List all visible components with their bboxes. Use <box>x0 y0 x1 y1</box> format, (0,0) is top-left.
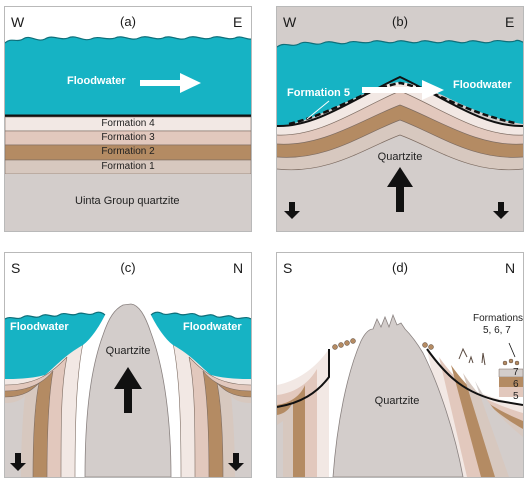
panel-c: S (c) N Floodwater Floodwater Quartzite <box>4 252 252 478</box>
quartzite-ridge <box>332 313 464 477</box>
floodwater-surface-wave <box>277 39 523 48</box>
formation-4-label: Formation 4 <box>101 118 155 129</box>
floodwater-right-wave <box>150 311 251 320</box>
formation-7-cover <box>498 368 523 378</box>
right-limb-core <box>475 381 523 477</box>
floodwater-right-label: Floodwater <box>183 321 242 333</box>
formation-pointer <box>508 342 516 358</box>
floodwater-right <box>151 312 251 379</box>
panel-a-diagram <box>5 36 251 231</box>
floodwater-surface-wave <box>5 36 251 44</box>
floodwater-left <box>5 312 105 379</box>
formation-5-deposit <box>288 81 516 126</box>
floodwater-body <box>5 36 251 116</box>
panel-b-label: (b) <box>392 14 408 29</box>
direction-west-label: W <box>11 14 25 30</box>
panel-b: W (b) E Formation 5 Floodwater Quartzite <box>276 6 524 232</box>
uplift-arrow <box>387 167 413 212</box>
quartzite-basement <box>5 174 251 231</box>
quartzite-label: Quartzite <box>377 151 423 163</box>
formation-7-number: 7 <box>513 367 519 378</box>
flow-arrow <box>362 80 444 100</box>
formations-label-line1: Formations <box>473 313 524 324</box>
direction-east-label: E <box>233 14 243 30</box>
panel-d: S (d) N Quartzite Formations 5, 6, 7 7 6… <box>276 252 524 478</box>
panel-d-diagram <box>277 253 523 477</box>
direction-south-label: S <box>11 260 21 276</box>
formation-3-label: Formation 3 <box>101 132 155 143</box>
formation-1-label: Formation 1 <box>101 161 155 172</box>
subsidence-arrow-left <box>10 453 26 471</box>
right-erosion-surface <box>426 348 523 406</box>
subsidence-arrow-left <box>284 202 300 219</box>
direction-north-label: N <box>505 260 516 276</box>
formation-6-number: 6 <box>513 379 519 390</box>
floodwater-left-wave <box>5 311 106 320</box>
erosion-surface <box>277 75 523 128</box>
formation-5-cover <box>499 387 523 397</box>
uinta-quartzite-label: Uinta Group quartzite <box>75 195 180 207</box>
formations-label-line2: 5, 6, 7 <box>483 325 511 336</box>
direction-east-label: E <box>505 14 515 30</box>
left-cliff-edge <box>277 349 330 408</box>
flow-arrow <box>140 73 201 93</box>
direction-south-label: S <box>283 260 293 276</box>
direction-north-label: N <box>233 260 244 276</box>
panel-a: W (a) E Floodwater Formation 4 Formation… <box>4 6 252 232</box>
quartzite-label: Quartzite <box>374 395 420 407</box>
panel-b-diagram <box>277 7 523 231</box>
floodwater-label: Floodwater <box>67 75 126 87</box>
floodwater-body <box>277 40 523 126</box>
formation-2-label: Formation 2 <box>101 146 155 157</box>
formation-6-cover <box>499 377 523 387</box>
formation-5-number: 5 <box>513 391 519 402</box>
panel-c-label: (c) <box>120 260 136 275</box>
uplift-arrow <box>114 367 142 413</box>
subsidence-arrow-right <box>493 202 509 219</box>
panel-c-diagram <box>5 253 251 477</box>
direction-west-label: W <box>283 14 297 30</box>
formation-5-pointer <box>306 100 330 120</box>
floodwater-label: Floodwater <box>453 79 512 91</box>
right-eroded-ridges <box>458 347 486 366</box>
quartzite-label: Quartzite <box>105 345 151 357</box>
floodwater-left-label: Floodwater <box>10 321 69 333</box>
bedding-lines <box>5 342 251 477</box>
panel-d-label: (d) <box>392 260 408 275</box>
boulders <box>332 338 520 366</box>
left-limb-core <box>277 421 283 477</box>
formation-5-label: Formation 5 <box>287 87 350 99</box>
panel-a-label: (a) <box>120 14 136 29</box>
subsidence-arrow-right <box>228 453 244 471</box>
